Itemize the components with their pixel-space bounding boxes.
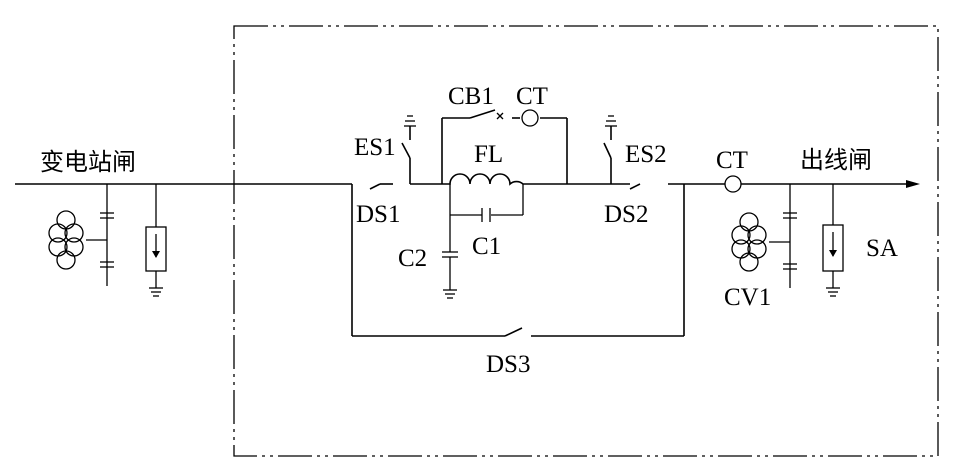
label-substation: 变电站闸	[40, 148, 136, 176]
label-es1: ES1	[354, 134, 396, 161]
current-transformer-icon	[724, 175, 742, 193]
left-surge-arrester	[145, 184, 167, 297]
current-transformer-icon	[521, 109, 539, 127]
main-busbar	[15, 180, 920, 188]
label-ct-top: CT	[516, 83, 548, 110]
label-ds2: DS2	[604, 201, 648, 228]
label-cb1: CB1	[448, 83, 494, 110]
label-outgoing: 出线闸	[800, 146, 872, 174]
es2-earthing-switch	[603, 115, 617, 184]
enclosure-boundary	[233, 25, 939, 457]
left-voltage-transformer	[48, 184, 114, 286]
ds2-disconnector	[611, 183, 685, 336]
label-fl: FL	[474, 141, 503, 168]
label-ds1: DS1	[356, 201, 400, 228]
fl-inductor	[442, 173, 528, 222]
cv1-voltage-transformer	[731, 184, 797, 288]
es1-earthing-switch	[401, 115, 416, 184]
label-es2: ES2	[625, 141, 667, 168]
label-c1: C1	[472, 233, 501, 260]
sa-surge-arrester	[822, 184, 844, 297]
ds1-disconnector	[351, 183, 393, 336]
label-c2: C2	[398, 245, 427, 272]
label-ct-right: CT	[716, 147, 748, 174]
arrow-right-icon	[906, 180, 920, 188]
ds3-bypass	[352, 327, 684, 337]
label-ds3: DS3	[486, 351, 530, 378]
label-cv1: CV1	[724, 284, 771, 311]
cb1-bypass-branch	[441, 109, 568, 184]
c2-capacitor	[442, 215, 458, 299]
label-sa: SA	[866, 235, 898, 262]
